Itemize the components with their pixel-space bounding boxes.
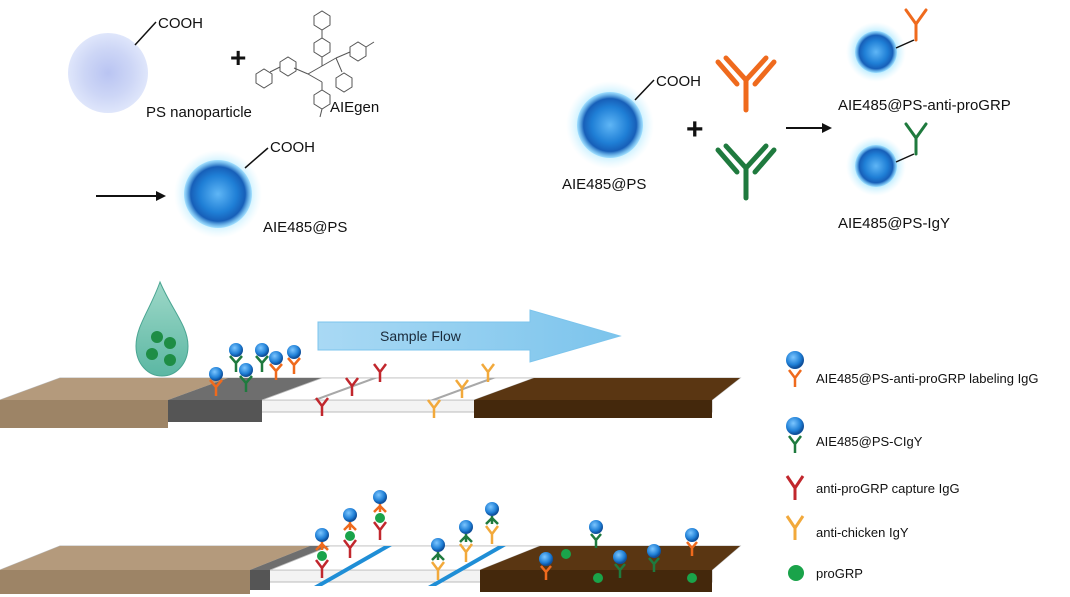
control-complexes xyxy=(431,502,499,580)
legend-label: AIE485@PS-anti-proGRP labeling IgG xyxy=(816,371,1039,386)
conjugate-pad xyxy=(250,546,330,570)
legend-label: anti-chicken IgY xyxy=(816,525,909,540)
legend-label: anti-proGRP capture IgG xyxy=(816,481,960,496)
unbound-conjugates xyxy=(539,520,699,583)
progrp-dot xyxy=(561,549,571,559)
progrp-dot xyxy=(151,331,163,343)
plus-sign: + xyxy=(686,113,704,146)
progrp-dot xyxy=(164,337,176,349)
aie485-ps-anti-progrp-label: AIE485@PS-anti-proGRP xyxy=(838,97,1011,114)
aie485-ps-igy-label: AIE485@PS-IgY xyxy=(838,215,950,232)
synthesis-panel: COOH + PS nanoparticle AIEgen xyxy=(68,10,379,238)
anti-progrp-antibody xyxy=(715,55,777,113)
progrp-dot xyxy=(164,354,176,366)
legend: AIE485@PS-anti-proGRP labeling IgG AIE48… xyxy=(785,351,1039,581)
control-line-positive xyxy=(428,546,506,586)
progrp-dot xyxy=(146,348,158,360)
legend-item-labeling-igg: AIE485@PS-anti-proGRP labeling IgG xyxy=(786,351,1039,387)
capture-antibodies xyxy=(315,363,387,416)
legend-label: proGRP xyxy=(816,566,863,581)
cooh-label: COOH xyxy=(656,73,701,90)
sample-drop xyxy=(135,280,189,377)
ps-nanoparticle-label: PS nanoparticle xyxy=(146,104,252,121)
test-line xyxy=(312,378,378,400)
conjugation-panel: COOH AIE485@PS + A xyxy=(562,8,1011,232)
legend-item-progrp: proGRP xyxy=(788,565,863,581)
legend-item-anti-chicken-igy: anti-chicken IgY xyxy=(785,515,909,540)
progrp-dot xyxy=(593,573,603,583)
sample-pad xyxy=(0,378,228,400)
test-line-positive xyxy=(314,546,392,586)
chicken-igy-antibody xyxy=(904,122,928,156)
aie485-ps-label: AIE485@PS xyxy=(263,219,347,236)
sample-pad xyxy=(0,546,310,570)
aie485-ps-igy-particle xyxy=(855,145,897,187)
test-strip-after xyxy=(0,490,742,594)
legend-item-aie-clgy: AIE485@PS-CIgY xyxy=(786,417,923,453)
absorbent-pad xyxy=(474,378,740,400)
aie485-ps-particle xyxy=(184,160,252,228)
legend-label: AIE485@PS-CIgY xyxy=(816,434,923,449)
sample-flow-arrow: Sample Flow xyxy=(317,309,622,363)
sandwich-complexes xyxy=(315,490,387,578)
progrp-dot xyxy=(687,573,697,583)
aie485-ps-anti-progrp-particle xyxy=(855,31,897,73)
aiegen-label: AIEgen xyxy=(330,99,379,116)
ps-nanoparticle xyxy=(68,33,148,113)
sample-flow-label: Sample Flow xyxy=(380,328,462,344)
plus-sign: + xyxy=(230,42,246,73)
aie485-ps-particle xyxy=(577,92,643,158)
legend-item-capture-igg: anti-proGRP capture IgG xyxy=(785,475,960,500)
cooh-label: COOH xyxy=(158,15,203,32)
aie485-ps-label: AIE485@PS xyxy=(562,176,646,193)
test-strip-before xyxy=(0,343,742,428)
cooh-label: COOH xyxy=(270,139,315,156)
labeled-conjugates xyxy=(209,343,301,396)
anti-progrp-antibody xyxy=(904,8,928,42)
control-antibodies xyxy=(427,363,495,418)
aiegen-structure xyxy=(255,10,375,118)
chicken-igy-antibody xyxy=(715,143,777,201)
